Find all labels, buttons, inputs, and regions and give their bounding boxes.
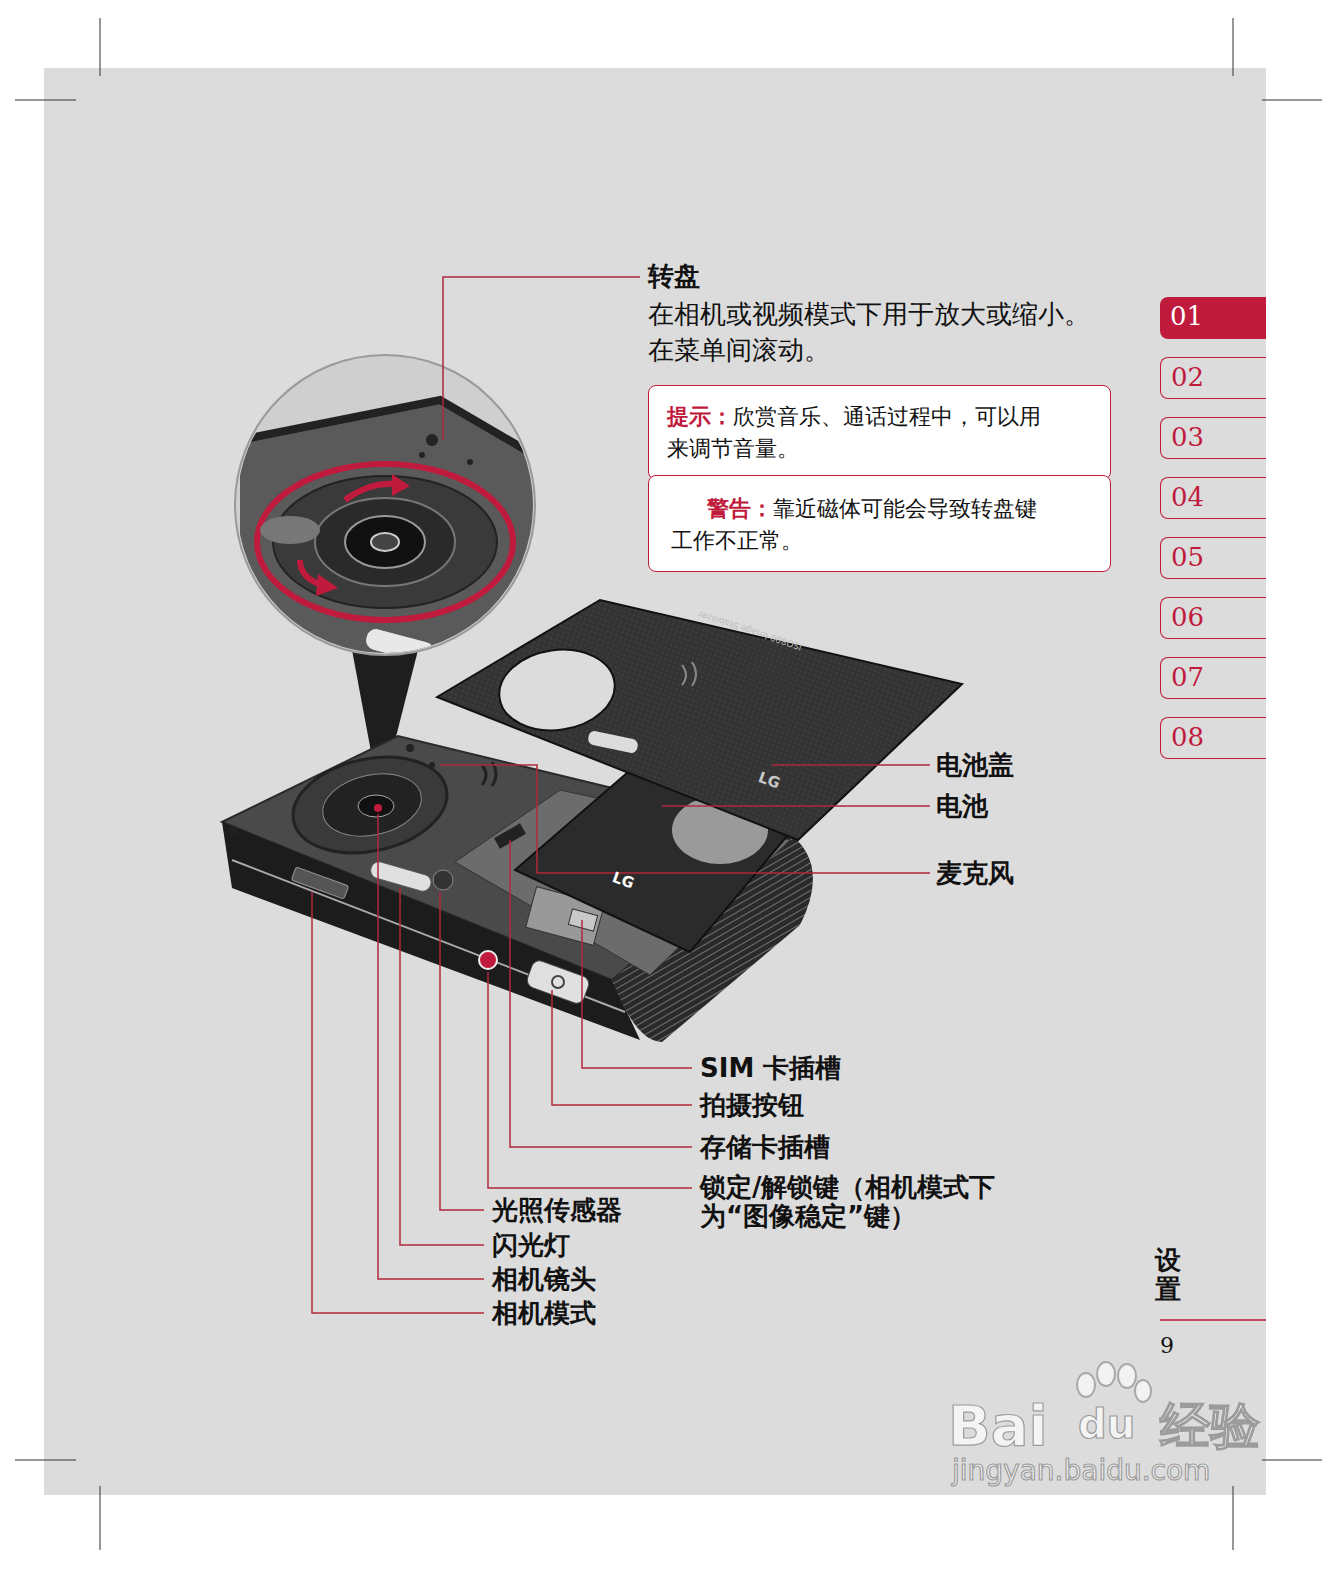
node-text: 08 — [1171, 718, 1261, 756]
node-text: 07 — [1171, 658, 1261, 696]
node-text: 06 — [1171, 598, 1261, 636]
chapter-number: 08 — [1171, 722, 1204, 752]
part-name: 转盘 — [648, 261, 700, 292]
node-text: 警告：靠近磁体可能会导致转盘键 工作不正常。 — [671, 492, 1051, 557]
part-name: 拍摄按钮 — [700, 1090, 804, 1121]
battery-cover — [437, 600, 962, 840]
node-text: 03 — [1171, 418, 1261, 456]
part-name: 电池盖 — [936, 750, 1014, 781]
node-text: 04 — [1171, 478, 1261, 516]
part-description: 在相机或视频模式下用于放大或缩小。 在菜单间滚动。 — [648, 297, 1100, 369]
node-text: 05 — [1171, 538, 1261, 576]
watermark: Bai — [948, 1392, 1048, 1459]
warning-box: 警告：靠近磁体可能会导致转盘键 工作不正常。 — [648, 475, 1111, 572]
part-name: 闪光灯 — [492, 1230, 570, 1261]
chapter-number: 07 — [1171, 662, 1204, 692]
zoom-detail — [235, 355, 560, 700]
chapter-tab: 05 — [1160, 537, 1266, 579]
chapter-tab: 01 — [1160, 297, 1266, 339]
chapter-tab: 03 — [1160, 417, 1266, 459]
part-name: 存储卡插槽 — [700, 1132, 830, 1163]
chapter-number: 02 — [1171, 362, 1204, 392]
chapter-number: 03 — [1171, 422, 1204, 452]
part-name: 相机镜头 — [492, 1264, 596, 1295]
crop-mark — [15, 18, 1322, 1550]
part-name: 相机模式 — [492, 1298, 596, 1329]
part-name: 麦克风 — [936, 858, 1014, 889]
node-text: 提示：欣赏音乐、通话过程中，可以用 来调节音量。 — [667, 400, 1059, 465]
note-heading: 提示： — [667, 403, 733, 429]
part-name: 锁定/解锁键（相机模式下 为“图像稳定”键） — [700, 1173, 1022, 1230]
note-heading: 警告： — [707, 495, 773, 521]
part-name: 光照传感器 — [492, 1195, 622, 1226]
node-text: 01 — [1170, 297, 1260, 335]
section-rule — [1160, 1319, 1266, 1321]
watermark-paw — [1077, 1362, 1151, 1402]
tip-box: 提示：欣赏音乐、通话过程中，可以用 来调节音量。 — [648, 385, 1111, 480]
chapter-tab: 07 — [1160, 657, 1266, 699]
watermark: jingyan.baidu.com — [952, 1454, 1210, 1488]
node-text: 02 — [1171, 358, 1261, 396]
chapter-tab: 02 — [1160, 357, 1266, 399]
page-ground — [44, 68, 1266, 1495]
page-number: 9 — [1160, 1333, 1174, 1359]
chapter-tab: 04 — [1160, 477, 1266, 519]
chapter-tab: 08 — [1160, 717, 1266, 759]
chapter-number: 06 — [1171, 602, 1204, 632]
section-name: 设置 — [1155, 1246, 1181, 1303]
chapter-tab: 06 — [1160, 597, 1266, 639]
chapter-number: 01 — [1170, 301, 1203, 331]
part-name: 电池 — [936, 791, 988, 822]
chapter-number: 04 — [1171, 482, 1204, 512]
part-name: SIM 卡插槽 — [700, 1053, 841, 1084]
watermark: 经验 — [1160, 1396, 1260, 1456]
watermark: du — [1078, 1400, 1135, 1448]
chapter-number: 05 — [1171, 542, 1204, 572]
